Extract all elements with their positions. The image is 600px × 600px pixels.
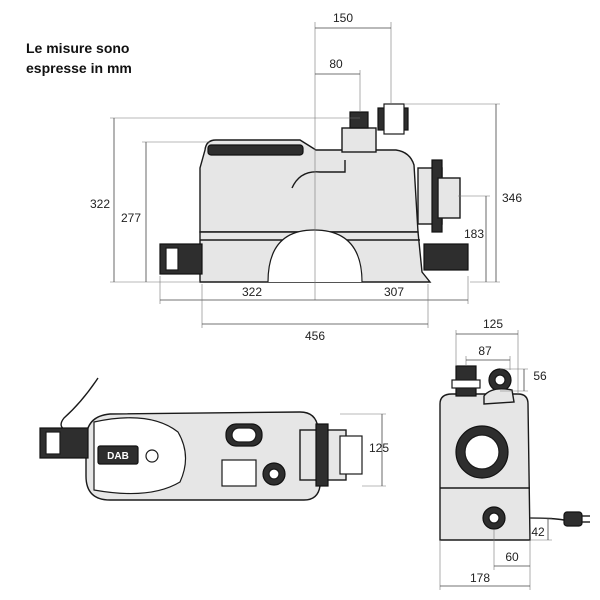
side-drain-hole	[488, 512, 500, 524]
front-lid-handle	[207, 144, 304, 156]
front-right-lower-inlet	[423, 243, 469, 271]
side-dim-178-label: 178	[470, 571, 490, 585]
units-note: Le misure sono espresse in mm	[26, 38, 132, 78]
top-right-inlet-flange	[315, 423, 329, 487]
side-dim-42-label: 42	[531, 525, 545, 539]
top-side-outlet-hole	[268, 468, 280, 480]
side-dim-87-label: 87	[478, 344, 492, 358]
top-dim-125-label: 125	[369, 441, 389, 455]
dim-456-label: 456	[305, 329, 325, 343]
front-view: 150 80 322 277 346 183 322 307 456	[90, 11, 522, 343]
side-outlet-neck	[483, 388, 515, 405]
dim-322-height-label: 322	[90, 197, 110, 211]
front-body-lid	[199, 139, 419, 233]
top-view: DAB 125	[39, 377, 389, 501]
dim-277-label: 277	[121, 211, 141, 225]
front-outlet-collar	[383, 103, 405, 135]
side-view: 125 87 56 42 60 178	[439, 317, 590, 590]
side-dim-125-label: 125	[483, 317, 503, 331]
top-left-cap	[93, 417, 187, 495]
units-note-line-2: espresse in mm	[26, 60, 132, 76]
side-outlet-right-hole	[494, 374, 506, 386]
top-inspection-window	[221, 459, 257, 487]
front-lid-curve	[291, 160, 346, 189]
dim-322-left-label: 322	[242, 285, 262, 299]
front-outlet-elbow	[349, 111, 369, 129]
dim-346-label: 346	[502, 191, 522, 205]
front-left-inlet-ring	[165, 247, 179, 271]
side-dim-56-label: 56	[533, 369, 547, 383]
top-left-inlet-ring	[45, 431, 61, 455]
front-top-outlet-1	[341, 127, 377, 153]
dim-80-label: 80	[329, 57, 343, 71]
side-dim-60-label: 60	[505, 550, 519, 564]
dab-logo-text: DAB	[107, 451, 129, 462]
dim-307-label: 307	[384, 285, 404, 299]
side-plug	[563, 511, 583, 527]
units-note-line-1: Le misure sono	[26, 40, 130, 56]
top-screw	[145, 449, 159, 463]
side-main-inlet-hole	[464, 434, 500, 470]
top-right-inlet-ring	[339, 435, 363, 475]
dab-logo-plate	[97, 445, 139, 465]
dim-183-label: 183	[464, 227, 484, 241]
front-right-inlet	[437, 177, 461, 219]
side-outlet-left-ring	[451, 379, 481, 389]
top-upper-outlet-ring	[231, 427, 257, 443]
dim-150-label: 150	[333, 11, 353, 25]
